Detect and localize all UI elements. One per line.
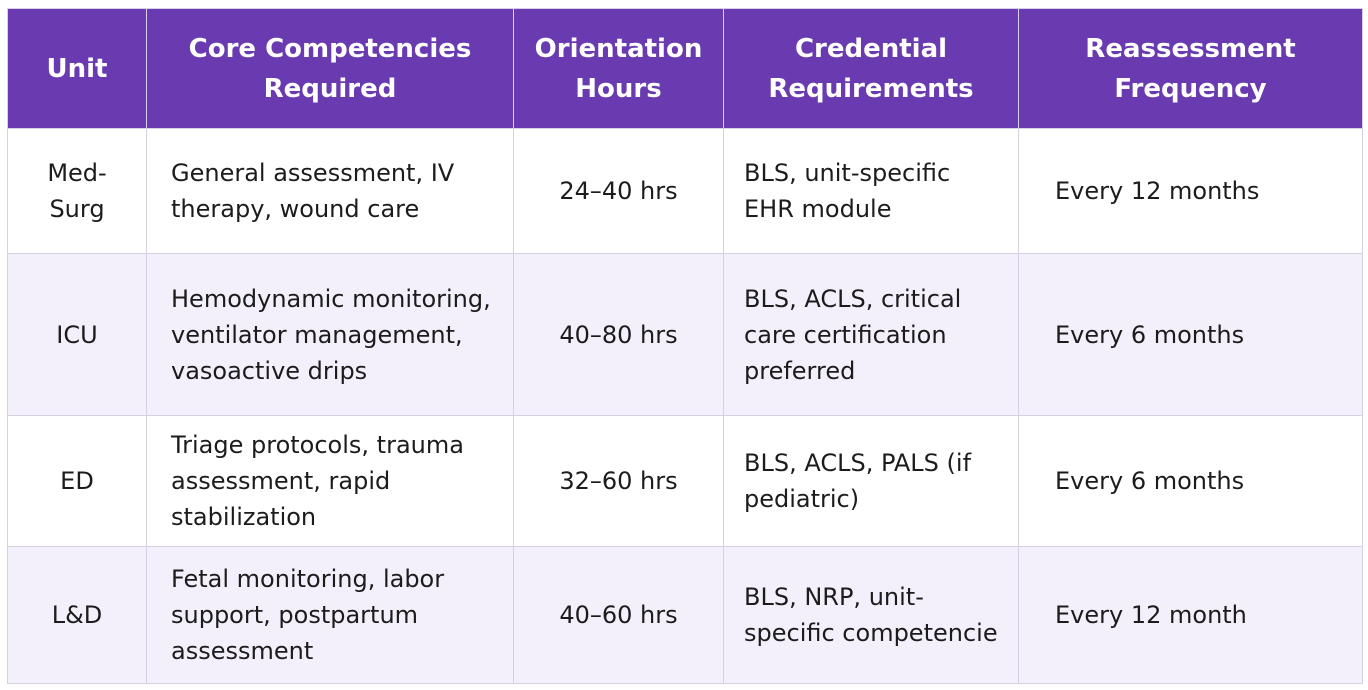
table-row: ICU Hemodynamic monitoring, ventilator m…: [7, 253, 1363, 416]
header-credential-requirements: Credential Requirements: [723, 8, 1019, 129]
cell-reassessment-frequency: Every 12 month: [1018, 546, 1363, 684]
header-row: Unit Core Competencies Required Orientat…: [7, 8, 1363, 129]
cell-orientation-hours: 40–80 hrs: [513, 253, 724, 416]
header-orientation-hours: Orientation Hours: [513, 8, 724, 129]
competency-table-container: Unit Core Competencies Required Orientat…: [7, 8, 1363, 684]
cell-orientation-hours: 32–60 hrs: [513, 415, 724, 547]
cell-orientation-hours: 24–40 hrs: [513, 128, 724, 254]
cell-credential-requirements: BLS, ACLS, critical care certification p…: [723, 253, 1019, 416]
cell-reassessment-frequency: Every 6 months: [1018, 253, 1363, 416]
header-reassessment-frequency: Reassessment Frequency: [1018, 8, 1363, 129]
header-unit: Unit: [7, 8, 147, 129]
header-core-competencies: Core Competencies Required: [146, 8, 514, 129]
table-row: Med-Surg General assessment, IV therapy,…: [7, 128, 1363, 254]
cell-unit: L&D: [7, 546, 147, 684]
cell-credential-requirements: BLS, ACLS, PALS (if pediatric): [723, 415, 1019, 547]
cell-core-competencies: Fetal monitoring, labor support, postpar…: [146, 546, 514, 684]
cell-orientation-hours: 40–60 hrs: [513, 546, 724, 684]
cell-core-competencies: Hemodynamic monitoring, ventilator manag…: [146, 253, 514, 416]
cell-reassessment-frequency: Every 12 months: [1018, 128, 1363, 254]
table-row: ED Triage protocols, trauma assessment, …: [7, 415, 1363, 547]
cell-unit: ED: [7, 415, 147, 547]
cell-core-competencies: General assessment, IV therapy, wound ca…: [146, 128, 514, 254]
cell-credential-requirements: BLS, NRP, unit-specific competencie: [723, 546, 1019, 684]
cell-core-competencies: Triage protocols, trauma assessment, rap…: [146, 415, 514, 547]
cell-reassessment-frequency: Every 6 months: [1018, 415, 1363, 547]
cell-unit: ICU: [7, 253, 147, 416]
unit-competency-table: Unit Core Competencies Required Orientat…: [7, 8, 1363, 684]
cell-unit: Med-Surg: [7, 128, 147, 254]
table-row: L&D Fetal monitoring, labor support, pos…: [7, 546, 1363, 684]
cell-credential-requirements: BLS, unit-specific EHR module: [723, 128, 1019, 254]
